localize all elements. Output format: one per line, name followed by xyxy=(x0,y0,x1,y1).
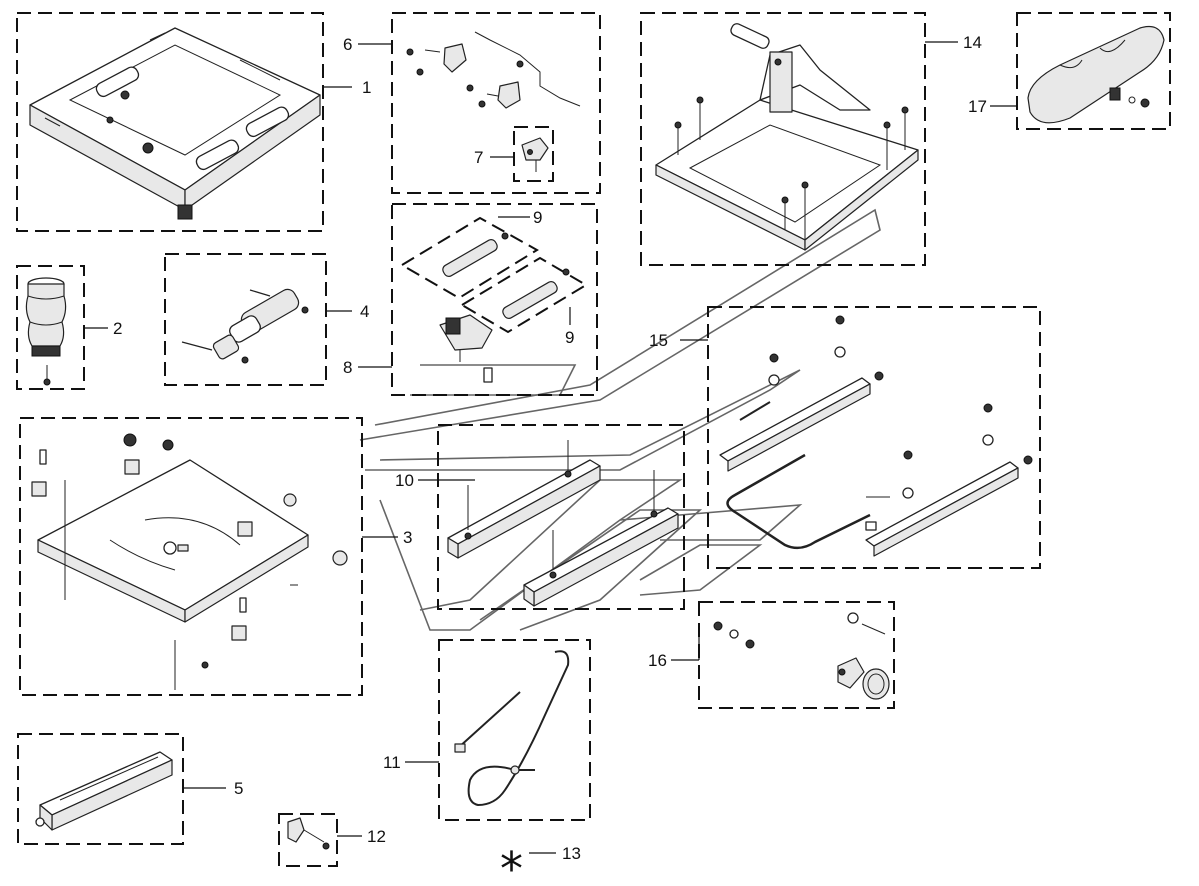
part-2-air-spring-drawing xyxy=(25,277,67,386)
callout-14: 14 xyxy=(963,33,982,52)
part-11-group: 11 xyxy=(383,639,591,821)
part-11-box xyxy=(438,639,591,821)
part-4-shock-absorber-drawing xyxy=(181,288,309,364)
part-3-box xyxy=(19,417,363,696)
part-5-group: 5 xyxy=(17,733,243,845)
part-8-lift-mechanism-drawing xyxy=(439,314,493,383)
part-6-group: 6 7 xyxy=(343,12,601,194)
asterisk-marker: * xyxy=(500,842,523,886)
callout-4: 4 xyxy=(360,302,369,321)
part-9b-box xyxy=(460,256,588,334)
callout-11: 11 xyxy=(383,753,401,772)
part-8-group: 9 9 8 xyxy=(343,203,598,396)
part-10-group: 10 xyxy=(395,424,685,610)
part-16-group: 16 xyxy=(648,601,895,709)
part-17-group: 17 xyxy=(968,12,1171,130)
part-6-cable-lever-drawing xyxy=(406,31,581,109)
part-17-armrest-drawing xyxy=(1027,25,1165,124)
part-5-rail-cover-drawing xyxy=(35,751,173,831)
callout-9a: 9 xyxy=(533,208,542,227)
callout-13: 13 xyxy=(562,844,581,863)
part-15-group: 15 xyxy=(649,306,1041,569)
callout-5: 5 xyxy=(234,779,243,798)
part-12-latch-drawing xyxy=(287,817,330,850)
callout-7: 7 xyxy=(474,148,483,167)
part-10-box xyxy=(437,424,685,610)
callout-17: 17 xyxy=(968,97,987,116)
part-14-box xyxy=(640,12,926,266)
part-11-cable-drawing xyxy=(454,650,570,807)
callout-3: 3 xyxy=(403,528,412,547)
callout-15: 15 xyxy=(649,331,668,350)
part-16-adjust-knob-drawing xyxy=(713,612,890,700)
part-1-seat-frame-drawing xyxy=(29,27,321,220)
part-1-box xyxy=(16,12,324,232)
part-7-box xyxy=(513,126,554,182)
part-5-box xyxy=(17,733,184,845)
callout-16: 16 xyxy=(648,651,667,670)
part-12-box xyxy=(278,813,338,867)
part-2-group: 2 xyxy=(16,265,122,390)
callout-2: 2 xyxy=(113,319,122,338)
callout-8: 8 xyxy=(343,358,352,377)
part-9-gas-spring-drawing xyxy=(442,232,570,319)
part-15-box xyxy=(707,306,1041,569)
part-7-switch-drawing xyxy=(521,137,549,172)
part-15-slide-rails-drawing xyxy=(719,315,1033,557)
part-14-swivel-plate-drawing xyxy=(655,23,919,251)
part-1-group: 1 xyxy=(16,12,371,232)
part-10-spacer-blocks-drawing xyxy=(447,440,679,607)
part-13-group: * 13 xyxy=(500,842,581,886)
part-9a-box xyxy=(400,216,539,300)
part-6-box xyxy=(391,12,601,194)
callout-1: 1 xyxy=(362,78,371,97)
part-3-group: 3 xyxy=(19,417,412,696)
callout-9b: 9 xyxy=(565,328,574,347)
part-4-group: 4 xyxy=(164,253,369,386)
part-17-box xyxy=(1016,12,1171,130)
part-12-group: 12 xyxy=(278,813,386,867)
callout-12: 12 xyxy=(367,827,386,846)
part-8-box xyxy=(391,203,598,396)
callout-10: 10 xyxy=(395,471,414,490)
callout-6: 6 xyxy=(343,35,352,54)
part-3-base-plate-drawing xyxy=(31,433,348,690)
part-14-group: 14 xyxy=(640,12,982,266)
